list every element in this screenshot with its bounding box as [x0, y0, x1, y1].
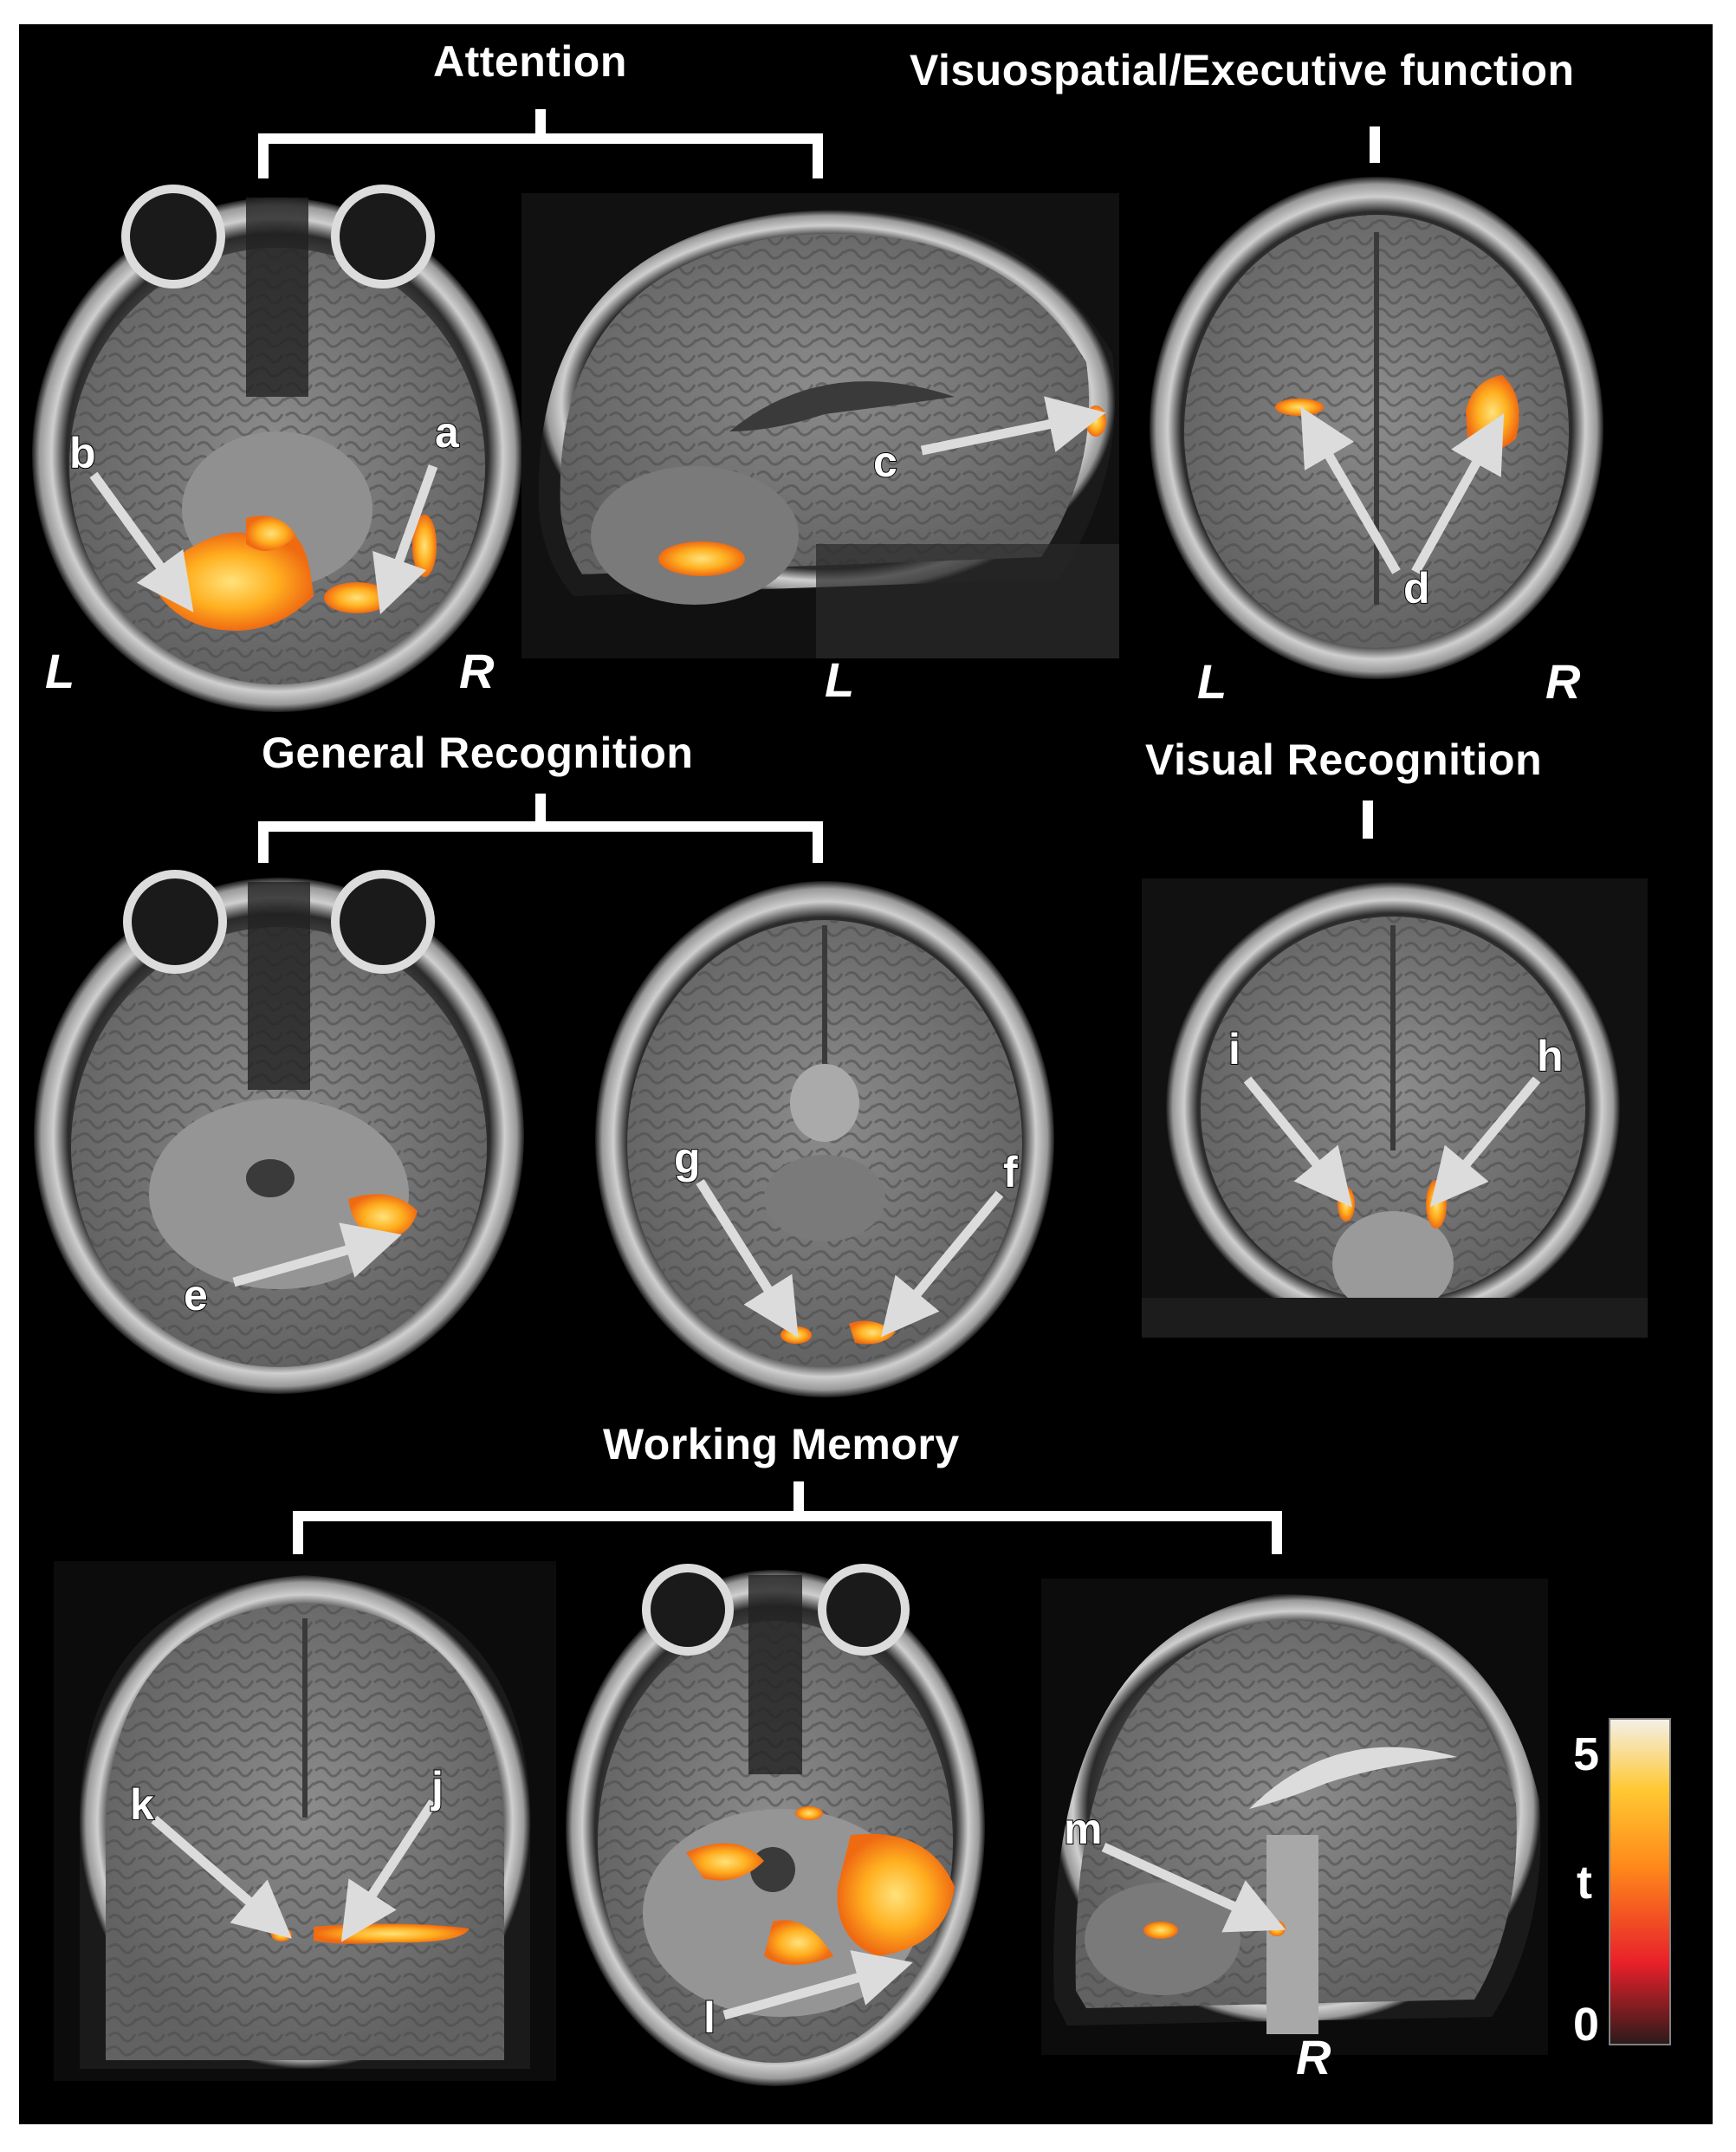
orientation-right-3: R: [1545, 654, 1581, 709]
activation-g: [781, 1326, 812, 1344]
arrow-h: [1429, 1076, 1541, 1208]
arrow-g: [696, 1179, 799, 1338]
activation-d-left: [1275, 399, 1324, 416]
figure-panel: b a c d e f g h i j k l m Attention Visu…: [19, 24, 1713, 2124]
arrow-c: [920, 396, 1106, 456]
arrow-e: [232, 1222, 402, 1287]
section-title-working-memory: Working Memory: [603, 1420, 960, 1468]
orientation-left-2: L: [825, 652, 855, 707]
working-memory-bracket: [293, 1481, 1282, 1554]
section-title-visuospatial: Visuospatial/Executive function: [910, 46, 1575, 94]
arrow-d-right: [1411, 413, 1505, 574]
arrows: [89, 396, 1541, 2020]
arrow-m: [1101, 1842, 1286, 1933]
activation-c: [1085, 405, 1106, 437]
attention-bracket: [258, 109, 823, 178]
arrow-a: [372, 464, 438, 615]
colorbar-mid-label: t: [1577, 1857, 1592, 1909]
activation-m: [1268, 1921, 1286, 1936]
general-recognition-bracket: [258, 794, 823, 863]
region-label-m: m: [1064, 1805, 1102, 1853]
region-label-i: i: [1228, 1025, 1240, 1073]
region-label-k: k: [130, 1780, 154, 1829]
arrow-l: [722, 1950, 913, 2020]
activation-m-posterior: [1143, 1922, 1178, 1939]
section-title-general-recognition: General Recognition: [262, 729, 694, 777]
scan-axial-working-memory: [566, 1564, 985, 2086]
region-label-j: j: [431, 1763, 444, 1812]
scan-sagittal-attention: [521, 193, 1119, 658]
scan-axial-general-recognition: [34, 870, 524, 1394]
arrow-j: [340, 1799, 437, 1942]
figure-canvas: b a c d e f g h i j k l m: [32, 109, 1671, 2086]
section-title-visual-recognition: Visual Recognition: [1145, 736, 1543, 784]
orientation-left-1: L: [45, 644, 75, 698]
colorbar-max-label: 5: [1573, 1728, 1600, 1780]
region-letters: b a c d e f g h i j k l m: [68, 407, 1564, 2043]
arrow-k: [151, 1815, 292, 1939]
orientation-right-1: R: [459, 644, 495, 698]
orientation-right-9: R: [1296, 2030, 1331, 2084]
region-label-b: b: [69, 429, 96, 477]
arrow-i: [1243, 1076, 1352, 1208]
arrow-b: [89, 471, 194, 613]
region-label-h: h: [1537, 1032, 1564, 1080]
activation-l: [837, 1833, 955, 1956]
activation-c-posterior: [658, 541, 745, 576]
activation-i: [1338, 1187, 1355, 1222]
region-label-g: g: [674, 1134, 701, 1183]
activation-h: [1426, 1180, 1447, 1228]
arrow-f: [880, 1190, 1004, 1338]
region-label-f: f: [1003, 1148, 1018, 1196]
scan-coronal-working-memory: [54, 1561, 556, 2081]
region-label-d: d: [1403, 564, 1430, 613]
activation-k: [271, 1928, 292, 1941]
colorbar-min-label: 0: [1573, 1999, 1600, 2051]
region-label-l: l: [703, 1993, 716, 2042]
activation-a: [324, 582, 390, 613]
scan-coronal-visual-recognition: [1142, 878, 1648, 1338]
region-label-e: e: [184, 1271, 208, 1319]
arrow-d-left: [1300, 406, 1401, 574]
region-label-a: a: [435, 408, 460, 457]
region-label-c: c: [873, 438, 897, 486]
orientation-left-3: L: [1197, 654, 1228, 709]
scan-coronal-visuospatial: [1150, 177, 1603, 679]
colorbar: [1609, 1718, 1671, 2045]
scan-axial-general-recognition-2: [595, 881, 1054, 1397]
scan-sagittal-working-memory: [1041, 1578, 1548, 2055]
section-title-attention: Attention: [433, 37, 627, 86]
